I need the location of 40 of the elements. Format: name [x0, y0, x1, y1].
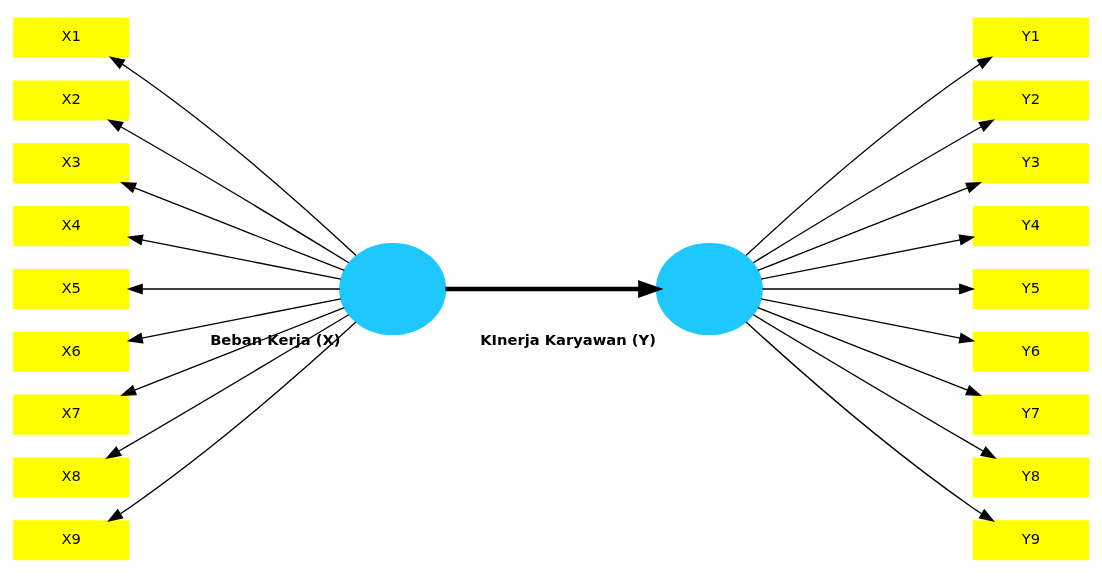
- node-box: Y5: [972, 268, 1089, 309]
- arrow: [120, 181, 345, 271]
- node-box: Y4: [972, 205, 1089, 246]
- arrow: [761, 282, 976, 295]
- arrow: [107, 118, 350, 263]
- arrow: [760, 297, 976, 344]
- arrow: [757, 181, 983, 271]
- node-box: Y8: [972, 456, 1089, 497]
- arrow: [107, 320, 357, 522]
- arrow: [126, 297, 342, 344]
- arrow: [445, 279, 664, 298]
- arrow: [757, 306, 983, 396]
- arrow: [745, 320, 995, 522]
- node-box: X5: [13, 268, 130, 309]
- arrow: [752, 313, 997, 459]
- arrow: [105, 313, 350, 459]
- node-box: X7: [13, 394, 130, 435]
- node-box: Y7: [972, 394, 1089, 435]
- node-circle: [655, 242, 763, 335]
- node-box: X1: [13, 17, 130, 58]
- node-box: Y6: [972, 331, 1089, 372]
- arrow: [126, 282, 341, 295]
- arrow: [108, 55, 357, 256]
- node-circle: [339, 242, 447, 335]
- node-box: X6: [13, 331, 130, 372]
- arrow: [126, 233, 342, 280]
- arrow: [760, 233, 976, 280]
- node-box: X9: [13, 519, 130, 560]
- node-box: X8: [13, 456, 130, 497]
- node-box: Y2: [972, 80, 1089, 121]
- arrow: [745, 55, 994, 256]
- node-box: Y1: [972, 17, 1089, 58]
- node-label: KInerja Karyawan (Y): [480, 330, 656, 348]
- arrow: [752, 118, 995, 263]
- node-box: Y3: [972, 142, 1089, 183]
- node-box: X3: [13, 142, 130, 183]
- arrow: [120, 306, 345, 396]
- node-box: Y9: [972, 519, 1089, 560]
- node-box: X4: [13, 205, 130, 246]
- node-box: X2: [13, 80, 130, 121]
